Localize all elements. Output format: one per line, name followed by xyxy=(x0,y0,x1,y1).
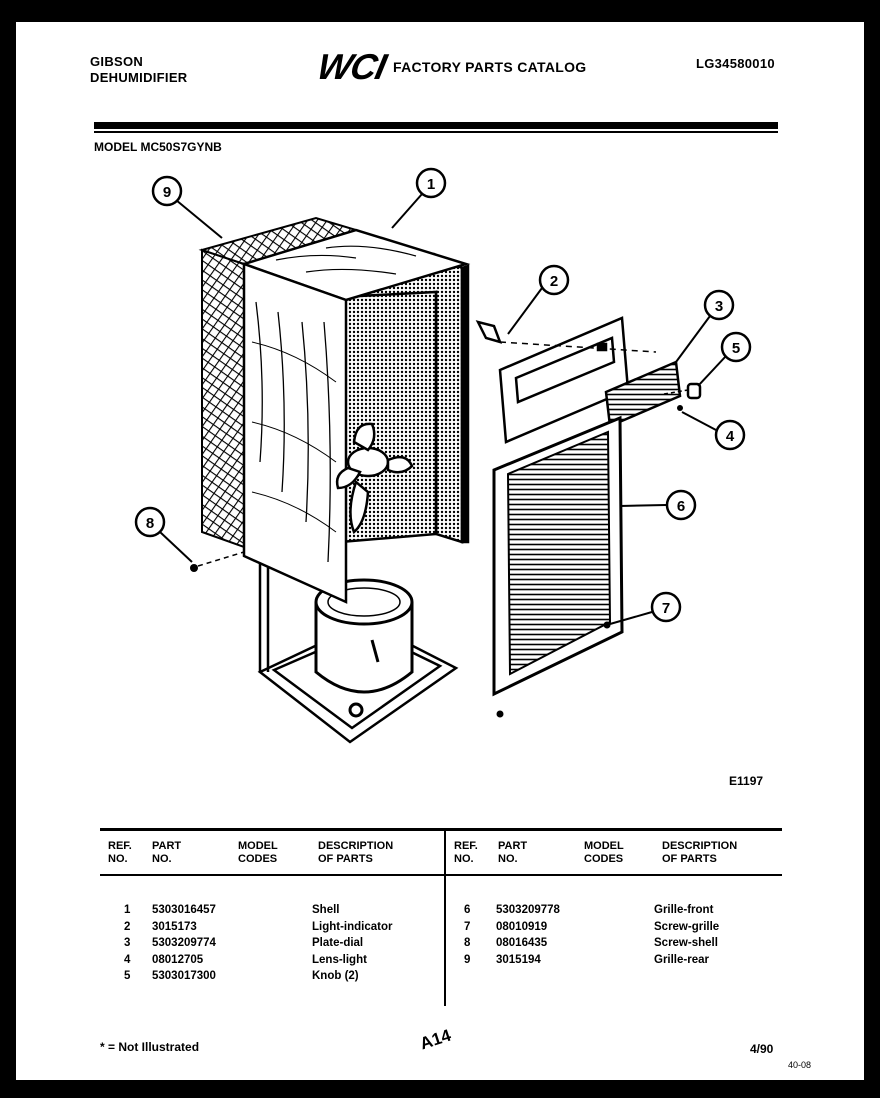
callout-3: 3 xyxy=(675,289,735,363)
header-rule-thick xyxy=(94,122,778,129)
screw-shell xyxy=(190,551,245,572)
callout-4: 4 xyxy=(681,411,746,451)
compressor xyxy=(314,578,414,718)
fan-assembly xyxy=(335,422,414,535)
lens-light xyxy=(677,405,683,411)
shell-cabinet xyxy=(239,228,471,604)
callout-5-label: 5 xyxy=(732,340,740,357)
callout-8-label: 8 xyxy=(146,515,154,532)
callout-7: 7 xyxy=(609,591,682,625)
callout-4-label: 4 xyxy=(726,428,735,445)
plate-dial xyxy=(498,316,682,444)
header-rule-thin xyxy=(94,131,778,133)
callout-9: 9 xyxy=(151,175,223,239)
callout-6: 6 xyxy=(619,489,697,521)
catalog-number: LG34580010 xyxy=(696,56,775,71)
exploded-parts-diagram: 1 2 3 5 4 6 7 xyxy=(134,167,752,744)
callout-8: 8 xyxy=(134,506,193,563)
revision-date: 4/90 xyxy=(750,1042,774,1056)
catalog-title: FACTORY PARTS CATALOG xyxy=(392,59,587,75)
brand-name: GIBSON xyxy=(90,54,144,69)
light-indicator xyxy=(475,320,657,353)
callout-3-label: 3 xyxy=(715,298,723,315)
callout-1: 1 xyxy=(391,167,447,229)
catalog-header: WCI FACTORY PARTS CATALOG xyxy=(314,46,587,88)
parts-catalog-page: GIBSON DEHUMIDIFIER WCI FACTORY PARTS CA… xyxy=(16,22,864,1080)
brand-block: GIBSON DEHUMIDIFIER xyxy=(90,54,188,86)
table-header-rule xyxy=(100,874,782,876)
product-type: DEHUMIDIFIER xyxy=(90,70,188,85)
figure-number: E1197 xyxy=(729,774,764,788)
callout-2-label: 2 xyxy=(550,273,558,290)
table-divider xyxy=(444,830,446,1006)
knob xyxy=(663,382,702,400)
grille-front xyxy=(492,415,624,697)
model-number: MODEL MC50S7GYNB xyxy=(94,140,222,154)
callout-1-label: 1 xyxy=(427,176,435,193)
screw-grille xyxy=(496,621,611,718)
table-top-rule xyxy=(100,828,782,831)
not-illustrated-note: * = Not Illustrated xyxy=(100,1040,200,1054)
callout-5: 5 xyxy=(697,331,752,387)
callout-9-label: 9 xyxy=(163,184,171,201)
print-stamp: 40-08 xyxy=(788,1060,812,1070)
callout-7-label: 7 xyxy=(662,600,670,617)
callout-2: 2 xyxy=(507,264,570,335)
page-code: A14 xyxy=(417,1025,454,1054)
col-header-ref-right: REF.NO. xyxy=(454,840,478,865)
col-header-ref: REF.NO. xyxy=(108,840,132,865)
callout-6-label: 6 xyxy=(677,498,685,515)
